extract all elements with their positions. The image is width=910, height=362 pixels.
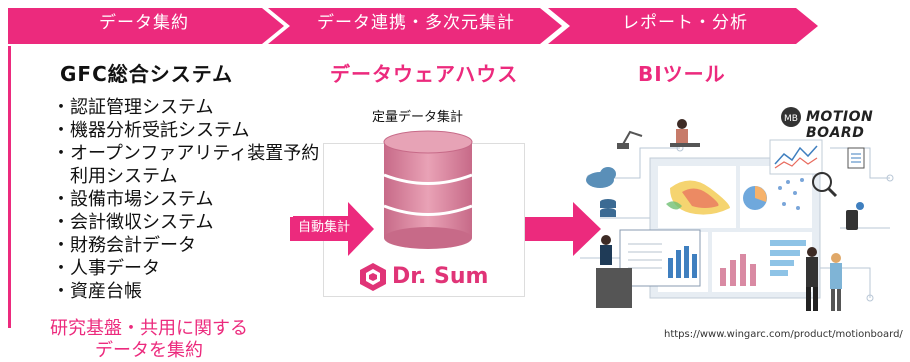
cloud-icon <box>586 167 616 188</box>
system-list-item: 利用システム <box>52 166 178 187</box>
document-icon <box>847 147 865 169</box>
footer-caption-line2: データを集約 <box>95 340 203 361</box>
drsum-logo-text: Dr. Sum <box>392 264 489 289</box>
system-list-item: ・資産台帳 <box>52 281 142 302</box>
person-presenter-icon <box>596 235 632 308</box>
auto-aggregate-badge: 自動集計 <box>293 216 355 240</box>
drsum-logo-icon <box>360 263 386 291</box>
system-list-item: ・オープンファアリティ装置予約 <box>52 143 320 164</box>
system-list-item: ・財務会計データ <box>52 235 196 256</box>
bi-tool-title: BIツール <box>638 62 726 86</box>
smartphone-icon <box>846 202 864 230</box>
gfc-system-title: GFC総合システム <box>60 62 234 86</box>
system-list-item: ・設備市場システム <box>52 189 214 210</box>
step-3-label: レポート・分析 <box>622 13 748 33</box>
system-list: ・認証管理システム ・機器分析受託システム ・オープンファアリティ装置予約 利用… <box>52 96 319 303</box>
system-list-item: ・会計徴収システム <box>52 212 214 233</box>
dwh-subtitle: 定量データ集計 <box>372 110 464 125</box>
person-laptop-icon <box>670 119 700 147</box>
system-list-item: ・人事データ <box>52 258 160 279</box>
server-icon <box>600 199 616 217</box>
flow-arrow-to-bi <box>525 202 601 256</box>
footer-caption-line1: 研究基盤・共用に関する <box>50 318 248 339</box>
motionboard-logo-icon: MB <box>781 107 801 127</box>
system-list-item: ・機器分析受託システム <box>52 120 250 141</box>
left-accent-line <box>8 46 11 328</box>
step-2-chevron <box>268 8 562 44</box>
system-list-item: ・認証管理システム <box>52 97 214 118</box>
process-header <box>8 8 818 44</box>
step-1-chevron <box>8 8 284 44</box>
database-icon <box>383 130 473 249</box>
person-standing-icon <box>830 253 842 311</box>
step-2-label: データ連携・多次元集計 <box>317 13 515 33</box>
person-tablet-icon <box>806 247 818 311</box>
magnifier-icon <box>812 172 838 198</box>
svg-text:MB: MB <box>784 114 798 124</box>
motionboard-logo-text: MOTION BOARD <box>806 109 874 141</box>
source-url: https://www.wingarc.com/product/motionbo… <box>664 329 903 340</box>
step-1-label: データ集約 <box>99 13 189 33</box>
robot-arm-icon <box>617 130 643 149</box>
step-3-chevron <box>548 8 818 44</box>
dwh-title: データウェアハウス <box>330 62 519 86</box>
bi-dashboard-illustration <box>580 119 894 311</box>
